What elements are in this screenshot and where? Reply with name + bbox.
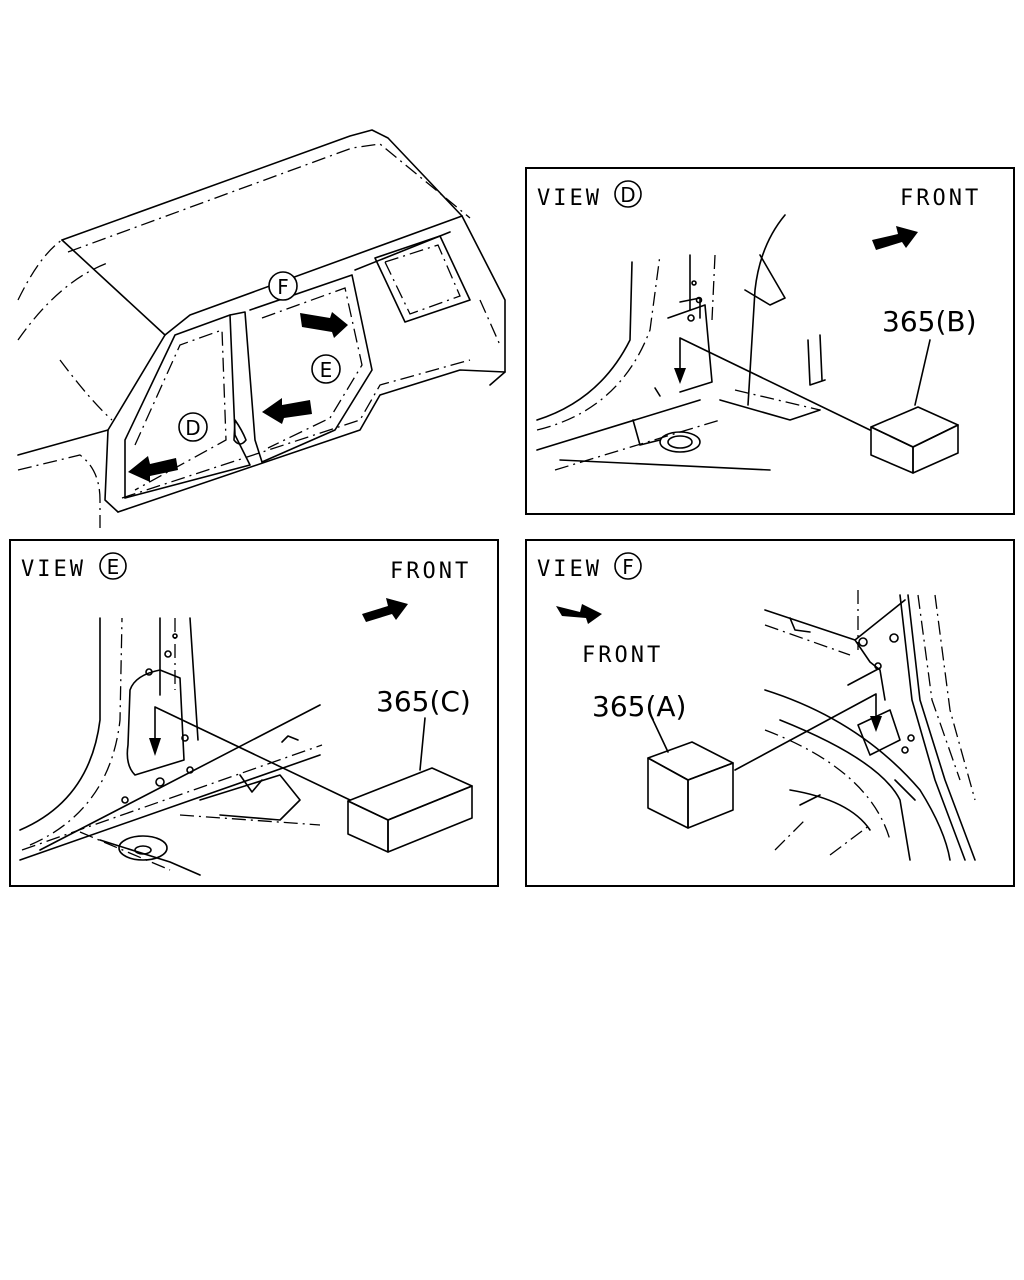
view-f-label: VIEW (537, 557, 602, 582)
view-d-label: VIEW (537, 186, 602, 211)
view-f-part-label: 365(A) (592, 690, 686, 723)
part-box-365b (870, 406, 959, 474)
marker-f: F (268, 271, 298, 301)
view-d-front: FRONT (900, 186, 981, 211)
marker-d: D (178, 412, 208, 442)
svg-text:D: D (185, 416, 200, 440)
arrow-icon (262, 398, 312, 424)
svg-text:E: E (320, 358, 333, 382)
view-e-front: FRONT (390, 559, 471, 584)
front-arrow-icon (556, 604, 602, 624)
view-d-panel: VIEW D FRONT (525, 167, 1015, 515)
front-arrow-icon (362, 598, 408, 622)
arrow-icon (128, 456, 178, 482)
part-box-365c (347, 767, 473, 853)
view-f-front: FRONT (582, 643, 663, 668)
svg-text:F: F (277, 275, 289, 299)
view-e-part-label: 365(C) (376, 685, 471, 718)
view-f-letter: F (622, 555, 634, 579)
view-e-label: VIEW (21, 557, 86, 582)
view-e-letter: E (107, 555, 120, 579)
view-e-panel: VIEW E FRONT (9, 539, 499, 887)
vehicle-overview (17, 129, 506, 528)
view-d-part-label: 365(B) (882, 305, 977, 338)
marker-e: E (311, 354, 341, 384)
view-d-letter: D (620, 183, 635, 207)
view-f-panel: VIEW F FRONT (525, 539, 1015, 887)
part-box-365a (647, 741, 734, 829)
front-arrow-icon (872, 226, 918, 250)
arrow-icon (300, 312, 348, 338)
